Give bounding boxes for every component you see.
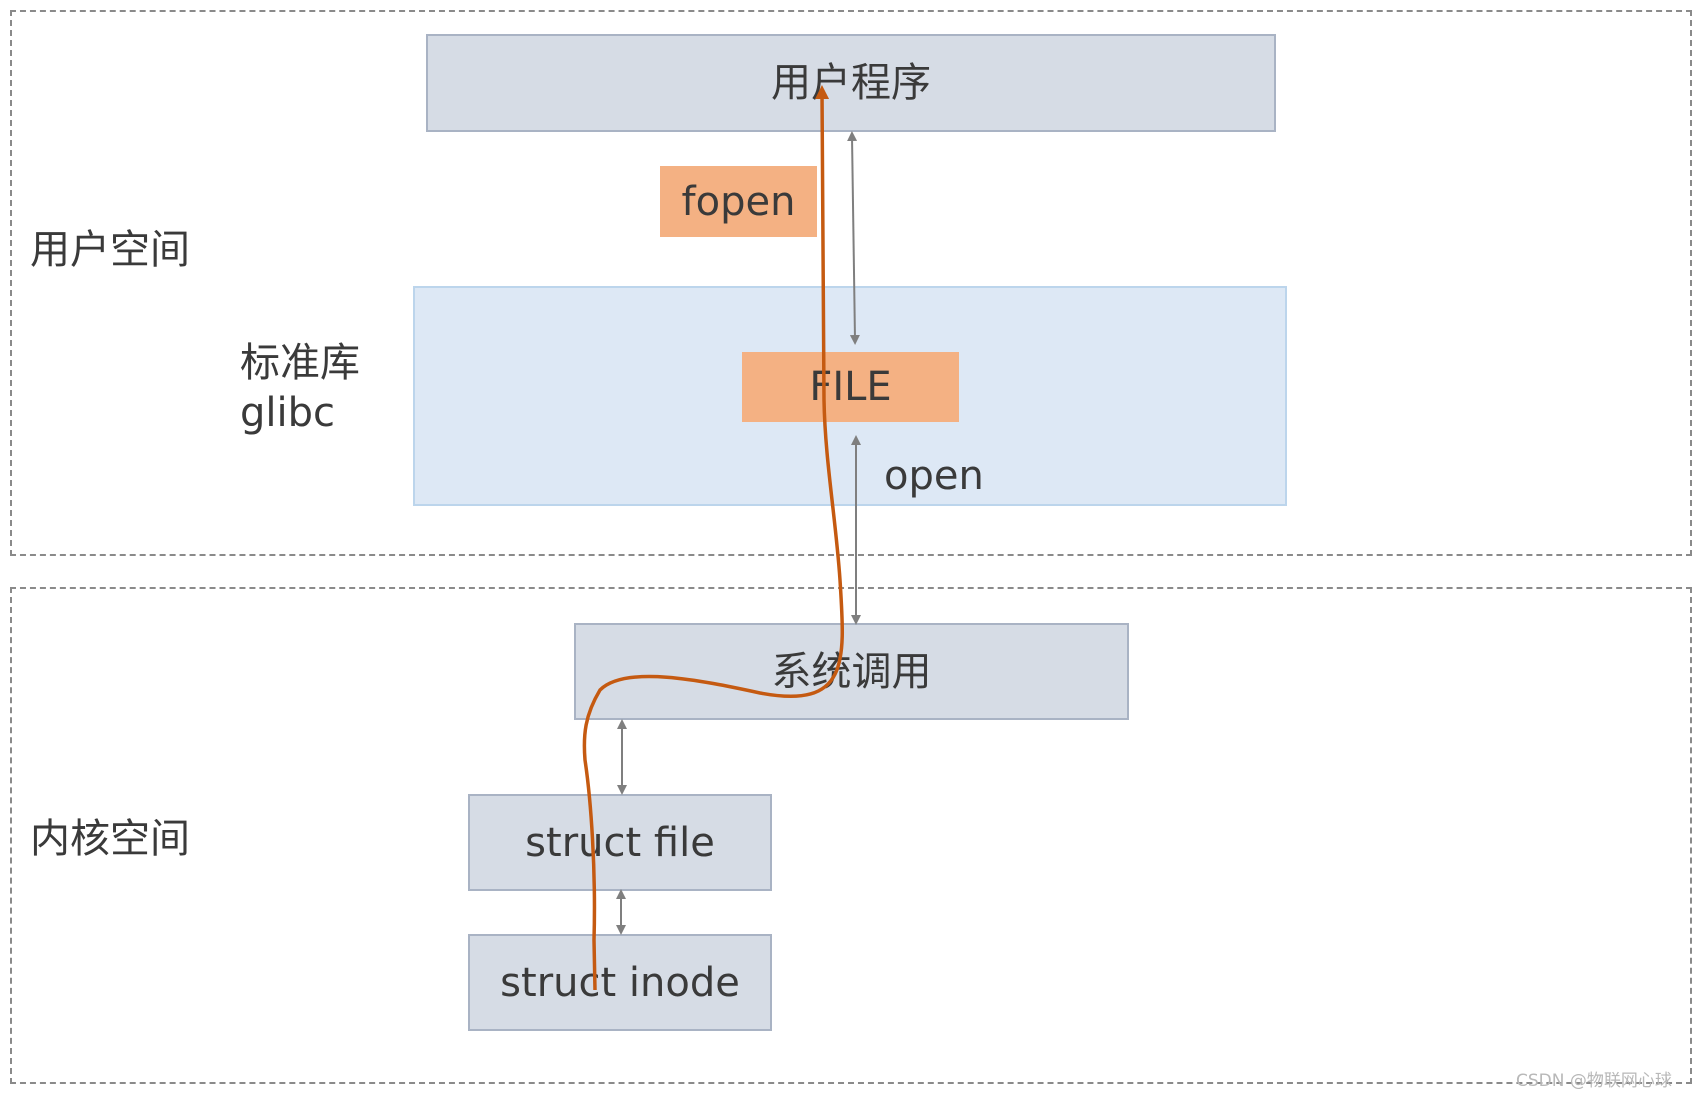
stdlib-label-line1: 标准库 <box>240 340 360 386</box>
struct-file-label: struct file <box>525 819 715 866</box>
open-label: open <box>884 453 984 499</box>
fopen-box: fopen <box>660 166 817 237</box>
struct-inode-label: struct inode <box>500 959 740 1006</box>
struct-inode-box: struct inode <box>468 934 772 1031</box>
user-program-label: 用户程序 <box>771 60 931 106</box>
syscall-label: 系统调用 <box>771 648 932 695</box>
call-path-arrow <box>582 85 844 991</box>
file-box: FILE <box>742 352 959 422</box>
syscall-box: 系统调用 <box>574 623 1129 720</box>
stdlib-label: 标准库 glibc <box>240 338 360 438</box>
user-space-label: 用户空间 <box>30 227 190 273</box>
stdlib-label-line2: glibc <box>240 390 335 436</box>
fopen-label: fopen <box>681 178 796 225</box>
kernel-space-label: 内核空间 <box>30 816 190 862</box>
arrow-program-file <box>847 131 860 345</box>
watermark: CSDN @物联网心球 <box>1516 1071 1672 1091</box>
struct-file-box: struct file <box>468 794 772 891</box>
user-program-box: 用户程序 <box>426 34 1276 132</box>
